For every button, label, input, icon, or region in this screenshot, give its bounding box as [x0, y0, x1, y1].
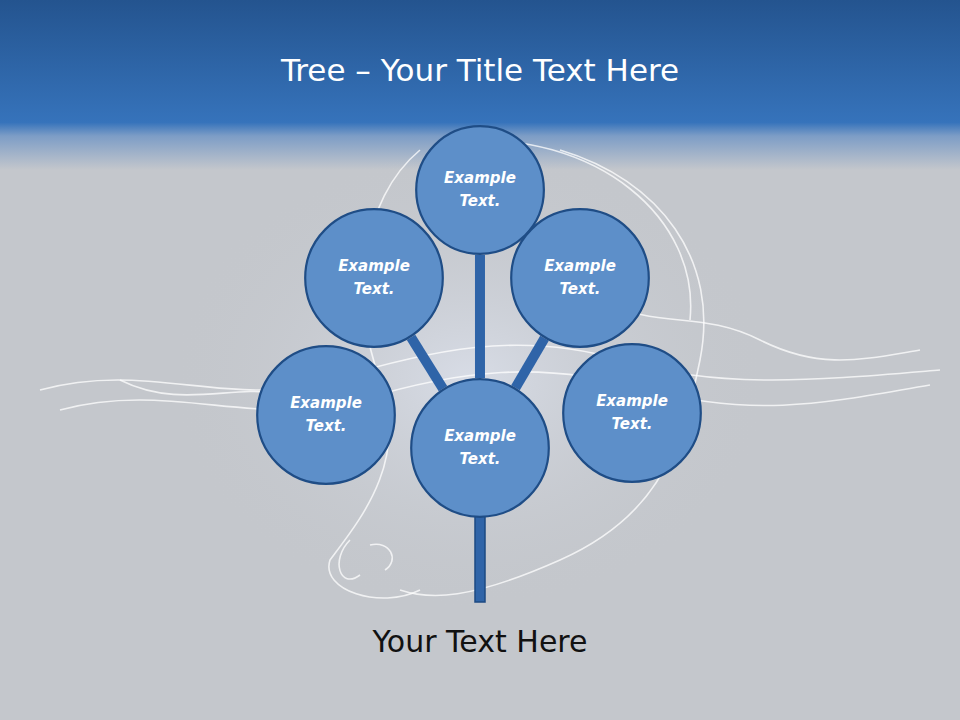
circle-outline — [410, 378, 550, 518]
branch-connector — [515, 338, 544, 387]
node-text: Example Text. — [276, 392, 376, 438]
circle-shape — [305, 209, 443, 347]
circle-node: Example Text. — [410, 378, 550, 518]
circle-shape — [563, 344, 701, 482]
title: Tree – Your Title Text Here — [0, 52, 960, 88]
node-text: Example Text. — [430, 167, 530, 213]
tree-trunk — [475, 505, 485, 602]
circle-shape — [416, 126, 544, 254]
light-swirls — [40, 139, 940, 598]
caption: Your Text Here — [0, 624, 960, 659]
branch-connector — [475, 255, 485, 378]
circle-shape — [257, 346, 395, 484]
circle-outline — [510, 208, 650, 348]
node-text: Example Text. — [324, 255, 424, 301]
node-text: Example Text. — [582, 390, 682, 436]
circle-outline — [562, 343, 702, 483]
circle-node: Example Text. — [256, 345, 396, 485]
circle-shape — [511, 209, 649, 347]
circle-outline — [256, 345, 396, 485]
circle-outline — [304, 208, 444, 348]
circle-node: Example Text. — [562, 343, 702, 483]
branch-connector — [411, 337, 443, 388]
circle-node: Example Text. — [304, 208, 444, 348]
circle-node: Example Text. — [510, 208, 650, 348]
node-text: Example Text. — [430, 425, 530, 471]
node-text: Example Text. — [530, 255, 630, 301]
circle-shape — [411, 379, 549, 517]
